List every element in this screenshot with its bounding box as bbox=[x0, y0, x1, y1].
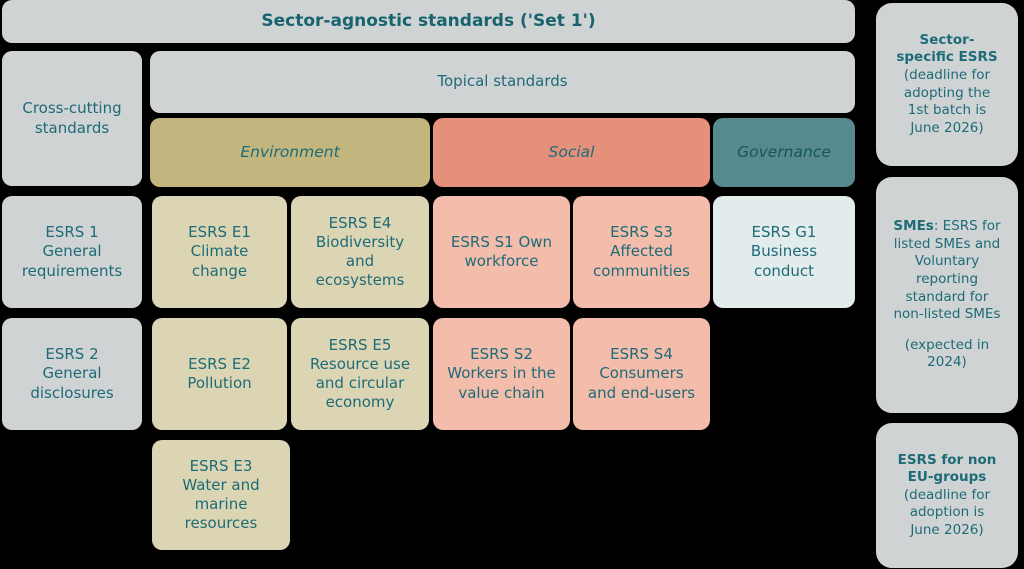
sector-specific-esrs-title: Sector- specific ESRS bbox=[896, 31, 998, 66]
box-esrs-s4: ESRS S4 Consumers and end-users bbox=[573, 318, 710, 430]
box-esrs-s2: ESRS S2 Workers in the value chain bbox=[433, 318, 570, 430]
non-eu-groups-title: ESRS for non EU-groups bbox=[897, 451, 997, 486]
box-esrs-e2: ESRS E2 Pollution bbox=[152, 318, 287, 430]
sector-specific-esrs-box: Sector- specific ESRS (deadline for adop… bbox=[876, 3, 1018, 166]
smes-text: SMEs: ESRS for listed SMEs and Voluntary… bbox=[893, 218, 1000, 323]
non-eu-groups-box: ESRS for non EU-groups (deadline for ado… bbox=[876, 423, 1018, 568]
box-esrs-1: ESRS 1 General requirements bbox=[2, 196, 142, 308]
topical-standards-bar: Topical standards bbox=[150, 51, 855, 113]
smes-note: (expected in 2024) bbox=[904, 336, 990, 371]
box-esrs-e4: ESRS E4 Biodiversity and ecosystems bbox=[291, 196, 429, 308]
box-esrs-s1: ESRS S1 Own workforce bbox=[433, 196, 570, 308]
cross-cutting-standards-label: Cross-cutting standards bbox=[2, 51, 142, 186]
sector-specific-esrs-body: (deadline for adopting the 1st batch is … bbox=[903, 66, 991, 136]
social-header: Social bbox=[433, 118, 710, 187]
smes-body: : ESRS for listed SMEs and Voluntary rep… bbox=[893, 218, 1001, 323]
box-esrs-e5: ESRS E5 Resource use and circular econom… bbox=[291, 318, 429, 430]
smes-title: SMEs bbox=[893, 218, 934, 235]
governance-header: Governance bbox=[713, 118, 855, 187]
box-esrs-g1: ESRS G1 Business conduct bbox=[713, 196, 855, 308]
box-esrs-e3: ESRS E3 Water and marine resources bbox=[152, 440, 290, 550]
box-esrs-s3: ESRS S3 Affected communities bbox=[573, 196, 710, 308]
non-eu-groups-body: (deadline for adoption is June 2026) bbox=[903, 486, 991, 538]
smes-box: SMEs: ESRS for listed SMEs and Voluntary… bbox=[876, 177, 1018, 413]
diagram-title: Sector-agnostic standards ('Set 1') bbox=[2, 0, 855, 43]
environment-header: Environment bbox=[150, 118, 430, 187]
box-esrs-e1: ESRS E1 Climate change bbox=[152, 196, 287, 308]
box-esrs-2: ESRS 2 General disclosures bbox=[2, 318, 142, 430]
